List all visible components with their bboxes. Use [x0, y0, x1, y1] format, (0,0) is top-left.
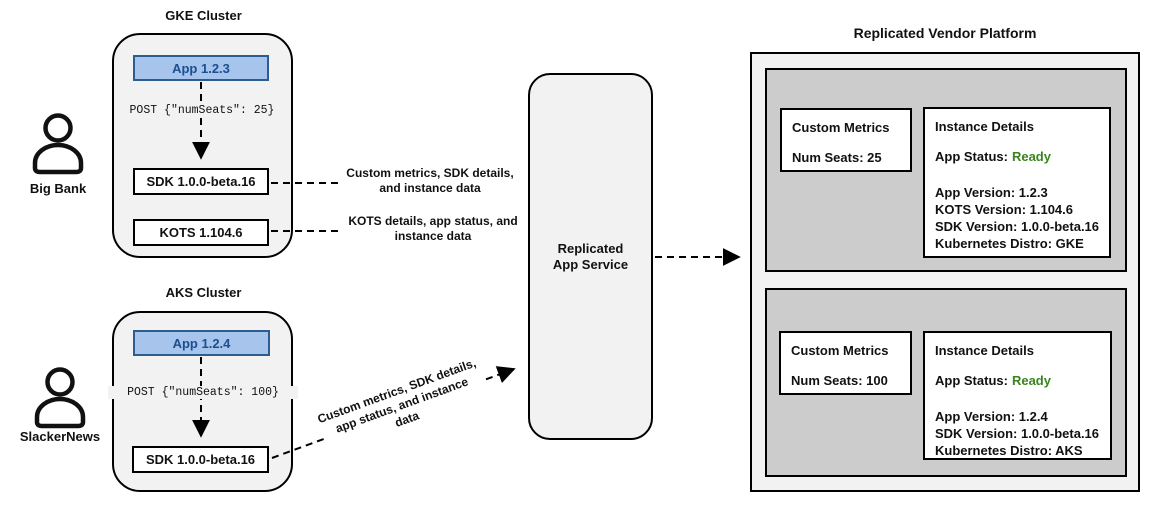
sdk-to-service-label: Custom metrics, SDK details, and instanc… — [340, 166, 520, 196]
actor-big-bank-label: Big Bank — [29, 181, 87, 196]
person-icon — [32, 113, 84, 175]
app-version-node: App 1.2.4 — [133, 330, 270, 356]
person-icon — [34, 367, 86, 429]
post-numseats-call: POST {"numSeats": 25} — [116, 104, 288, 117]
custom-metrics-card: Custom Metrics Num Seats: 25 — [780, 108, 912, 172]
detail-line: SDK Version: 1.0.0-beta.16 — [935, 219, 1100, 234]
detail-line: Kubernetes Distro: AKS — [935, 443, 1083, 458]
kots-node: KOTS 1.104.6 — [133, 219, 269, 246]
instance-details-title: Instance Details — [935, 119, 1034, 134]
app-status-value: Ready — [1011, 373, 1051, 388]
vendor-platform-title: Replicated Vendor Platform — [853, 25, 1037, 41]
custom-metrics-title: Custom Metrics — [791, 343, 889, 358]
num-seats-value: Num Seats: 100 — [791, 373, 888, 388]
app-version-node: App 1.2.3 — [133, 55, 269, 81]
sdk-to-service-diagonal-label: Custom metrics, SDK details, app status,… — [315, 355, 489, 456]
sdk-node: SDK 1.0.0-beta.16 — [132, 446, 269, 473]
kots-to-service-label: KOTS details, app status, and instance d… — [338, 214, 528, 244]
app-status-label: App Status: — [935, 373, 1008, 388]
detail-line: Kubernetes Distro: GKE — [935, 236, 1084, 251]
replicated-app-service-box: Replicated App Service — [528, 73, 653, 440]
detail-line: App Version: 1.2.4 — [935, 409, 1048, 424]
detail-line: App Version: 1.2.3 — [935, 185, 1048, 200]
instance-details-title: Instance Details — [935, 343, 1034, 358]
app-status-row: App Status:Ready — [935, 372, 1100, 389]
actor-slackernews-label: SlackerNews — [19, 429, 101, 444]
aks-cluster-title: AKS Cluster — [165, 285, 242, 300]
num-seats-value: Num Seats: 25 — [792, 150, 882, 165]
app-status-value: Ready — [1011, 149, 1051, 164]
post-numseats-call: POST {"numSeats": 100} — [108, 386, 298, 399]
instance-details-card: Instance Details App Status:Ready App Ve… — [923, 331, 1112, 460]
custom-metrics-card: Custom Metrics Num Seats: 100 — [779, 331, 912, 395]
detail-line: SDK Version: 1.0.0-beta.16 — [935, 426, 1100, 441]
instance-details-card: Instance Details App Status:Ready App Ve… — [923, 107, 1111, 258]
detail-line: KOTS Version: 1.104.6 — [935, 202, 1074, 217]
gke-cluster-title: GKE Cluster — [165, 8, 242, 23]
app-status-row: App Status:Ready — [935, 148, 1099, 165]
app-status-label: App Status: — [935, 149, 1008, 164]
sdk-node: SDK 1.0.0-beta.16 — [133, 168, 269, 195]
custom-metrics-title: Custom Metrics — [792, 120, 890, 135]
replicated-app-service-label: Replicated App Service — [552, 240, 629, 272]
